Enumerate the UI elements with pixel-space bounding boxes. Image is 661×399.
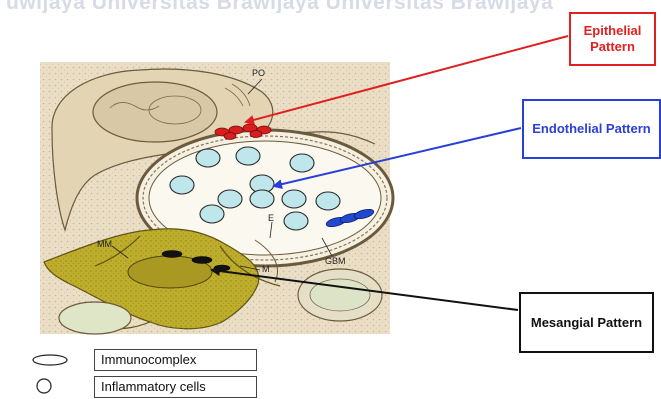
circle-outline-icon (37, 379, 51, 393)
inflammatory-cell (200, 205, 224, 223)
inflammatory-cell (170, 176, 194, 194)
endothelial-pattern-callout: Endothelial Pattern (522, 99, 661, 159)
label-mm: MM (97, 239, 112, 249)
mesangial-pattern-callout: Mesangial Pattern (519, 292, 654, 353)
inflammatory-cell (236, 147, 260, 165)
label-e: E (268, 213, 274, 223)
podocyte-nucleus (93, 82, 217, 142)
ellipse-outline-icon (33, 355, 67, 365)
epithelial-pattern-callout: Epithelial Pattern (569, 12, 656, 66)
inflammatory-cell (282, 190, 306, 208)
inflammatory-cell (316, 192, 340, 210)
label-po: PO (252, 68, 265, 78)
inflammatory-cell (290, 154, 314, 172)
inflammatory-cell (250, 190, 274, 208)
inflammatory-cell (218, 190, 242, 208)
legend-immunocomplex: Immunocomplex (94, 349, 257, 371)
label-gbm: GBM (325, 256, 346, 266)
side-capillary-left (59, 302, 131, 334)
label-m: M (262, 264, 270, 274)
legend-inflammatory-cells: Inflammatory cells (94, 376, 257, 398)
inflammatory-cell (196, 149, 220, 167)
inflammatory-cell (284, 212, 308, 230)
